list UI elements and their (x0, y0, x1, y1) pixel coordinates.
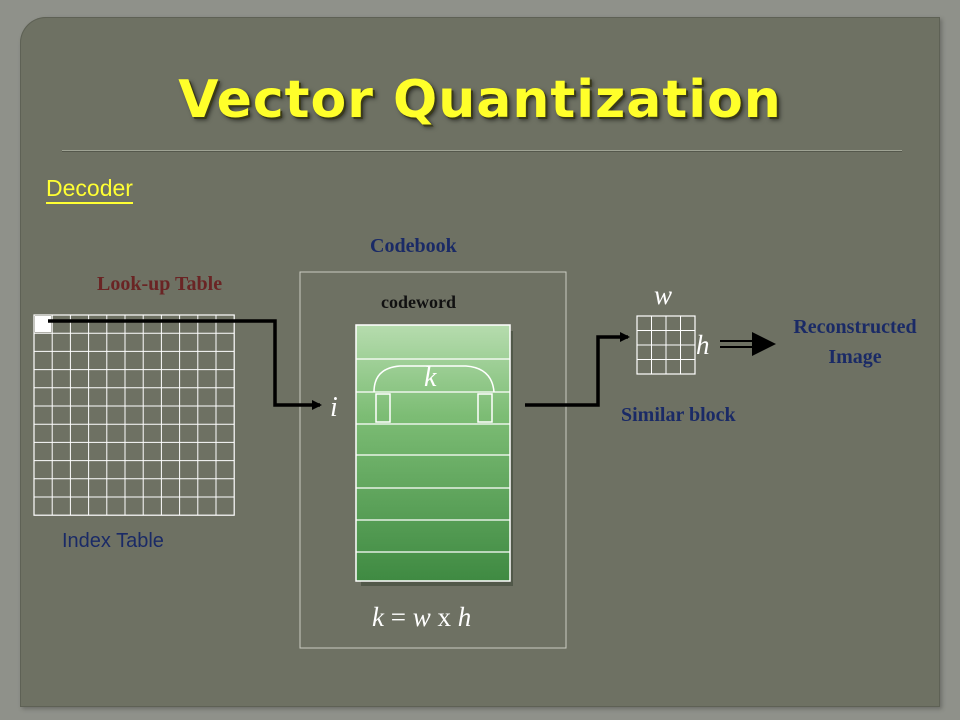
lookup-arrow (48, 319, 322, 410)
codebook-frame (299, 271, 567, 649)
similar-block-label: Similar block (621, 404, 736, 426)
block-width-symbol: w (654, 280, 673, 310)
similar-block-grid (636, 315, 696, 375)
reconstructed-image-label: Reconstructed Image (793, 316, 917, 368)
codeword-label: codeword (381, 292, 456, 312)
reconstruct-arrow (720, 332, 776, 356)
index-table-label: Index Table (62, 530, 164, 552)
slide-title: Vector Quantization (178, 70, 782, 130)
codeword-length-formula: k = w x h (372, 602, 472, 632)
codeword-length-symbol: k (424, 362, 437, 393)
block-height-symbol: h (696, 330, 710, 360)
index-symbol: i (330, 392, 338, 423)
lookup-table-label: Look-up Table (97, 273, 223, 295)
title-divider (62, 150, 902, 152)
codeword-rows (356, 358, 510, 553)
section-heading: Decoder (46, 174, 133, 204)
codebook-label: Codebook (370, 235, 457, 257)
codeword-bracket (373, 365, 495, 423)
selected-index-cell (35, 316, 52, 333)
index-table-grid (33, 314, 235, 516)
codebook-column (355, 324, 513, 586)
output-arrow (525, 332, 630, 407)
